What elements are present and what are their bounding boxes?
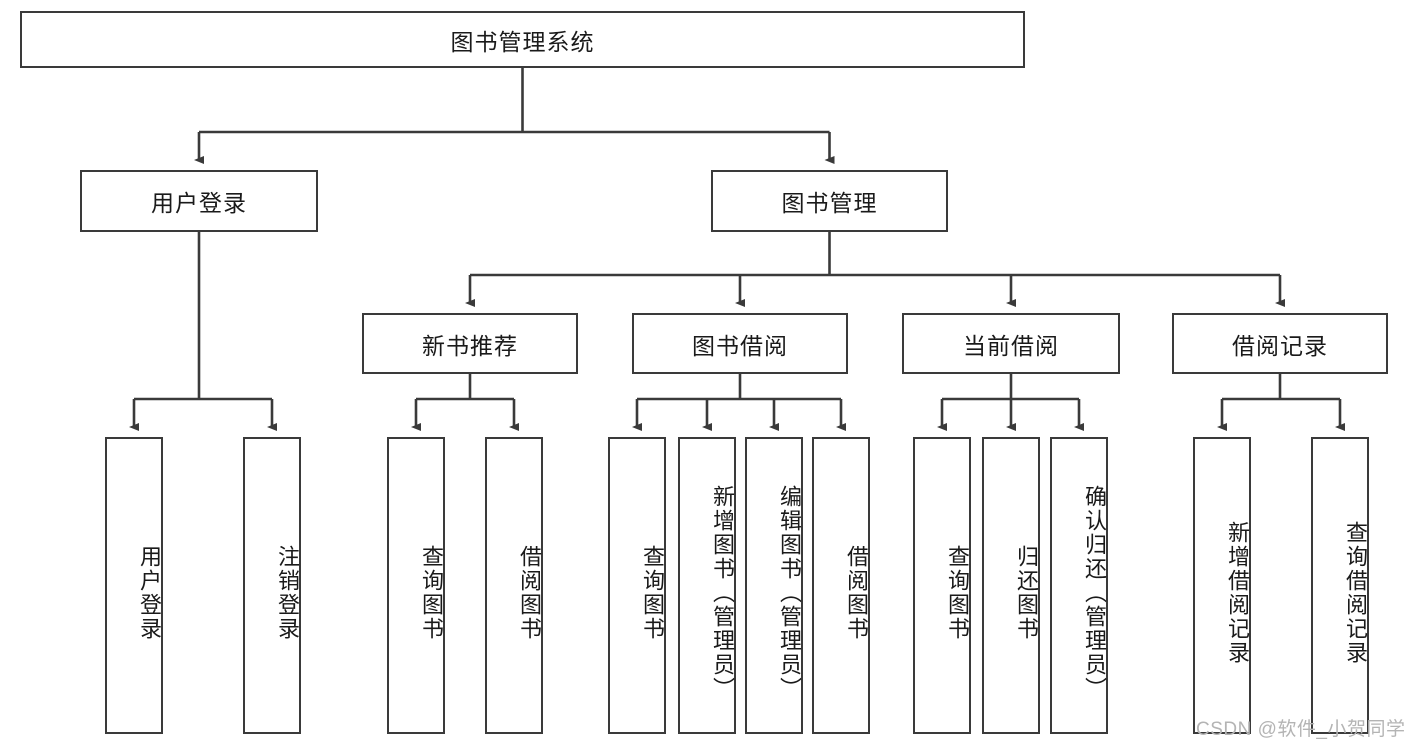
node-leaf-logout[interactable]: 注销登录 <box>243 437 301 734</box>
node-label: 编辑图书（管理员） <box>777 484 802 701</box>
node-label: 归还图书 <box>1014 544 1039 641</box>
node-new-book-recommend[interactable]: 新书推荐 <box>362 313 578 374</box>
node-current-borrow[interactable]: 当前借阅 <box>902 313 1120 374</box>
node-leaf-query-book-3[interactable]: 查询图书 <box>913 437 971 734</box>
node-book-borrow[interactable]: 图书借阅 <box>632 313 848 374</box>
node-label: 注销登录 <box>275 544 300 641</box>
node-label: 用户登录 <box>137 544 162 641</box>
node-leaf-query-record[interactable]: 查询借阅记录 <box>1311 437 1369 734</box>
node-leaf-edit-book[interactable]: 编辑图书（管理员） <box>745 437 803 734</box>
node-label: 新书推荐 <box>422 332 518 359</box>
node-label: 查询借阅记录 <box>1343 520 1368 665</box>
node-label: 借阅图书 <box>844 544 869 641</box>
node-label: 图书管理 <box>781 190 878 216</box>
node-leaf-confirm-return[interactable]: 确认归还（管理员） <box>1050 437 1108 734</box>
node-label: 图书借阅 <box>692 332 788 359</box>
node-leaf-borrow-book-1[interactable]: 借阅图书 <box>485 437 543 734</box>
node-root[interactable]: 图书管理系统 <box>20 11 1025 68</box>
node-label: 新增借阅记录 <box>1225 520 1250 665</box>
node-label: 借阅图书 <box>517 544 542 641</box>
node-label: 查询图书 <box>640 544 665 641</box>
node-leaf-user-login[interactable]: 用户登录 <box>105 437 163 734</box>
node-label: 图书管理系统 <box>450 28 595 55</box>
node-label: 当前借阅 <box>963 332 1059 359</box>
node-label: 借阅记录 <box>1232 332 1328 359</box>
watermark: CSDN @软件_小贺同学 <box>1196 719 1405 740</box>
node-label: 查询图书 <box>945 544 970 641</box>
node-user-login[interactable]: 用户登录 <box>80 170 318 232</box>
node-borrow-record[interactable]: 借阅记录 <box>1172 313 1388 374</box>
node-leaf-return-book[interactable]: 归还图书 <box>982 437 1040 734</box>
node-leaf-add-book[interactable]: 新增图书（管理员） <box>678 437 736 734</box>
node-leaf-query-book-2[interactable]: 查询图书 <box>608 437 666 734</box>
node-leaf-add-record[interactable]: 新增借阅记录 <box>1193 437 1251 734</box>
node-label: 确认归还（管理员） <box>1082 484 1107 701</box>
node-label: 用户登录 <box>151 190 247 216</box>
node-leaf-query-book-1[interactable]: 查询图书 <box>387 437 445 734</box>
node-label: 新增图书（管理员） <box>710 484 735 701</box>
node-label: 查询图书 <box>419 544 444 641</box>
node-book-manage[interactable]: 图书管理 <box>711 170 948 232</box>
node-leaf-borrow-book-2[interactable]: 借阅图书 <box>812 437 870 734</box>
